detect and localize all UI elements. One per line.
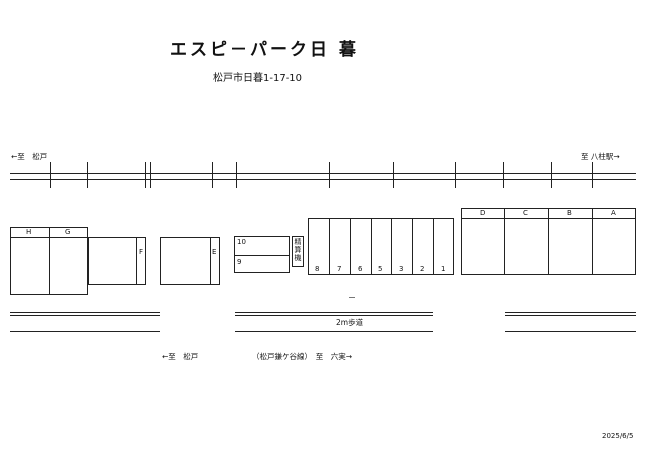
space-label-a: A: [611, 209, 616, 217]
space-label-9: 9: [237, 258, 242, 266]
space-label-e: E: [212, 248, 217, 256]
direction-bottom-center: （松戸鎌ケ谷線） 至 六実→: [252, 352, 353, 361]
space-label-3: 3: [399, 265, 404, 273]
space-f: [88, 237, 146, 285]
payment-machine-label: 精算機: [294, 238, 302, 262]
payment-machine: [292, 236, 304, 267]
document-date: 2025/6/5: [602, 432, 634, 440]
space-block-10-9: [234, 236, 290, 273]
direction-top-left: ←至 松戸: [11, 152, 48, 161]
space-label-7: 7: [337, 265, 342, 273]
sidewalk-label: 2m歩道: [336, 318, 364, 327]
space-label-b: B: [567, 209, 572, 217]
space-label-1: 1: [441, 265, 446, 273]
small-mark: [349, 297, 355, 298]
address: 松戸市日暮1-17-10: [213, 73, 303, 84]
space-e: [160, 237, 220, 285]
space-label-f: F: [139, 248, 144, 256]
space-label-8: 8: [315, 265, 320, 273]
page-title: エスピ－パーク日 暮: [170, 40, 359, 60]
space-label-5: 5: [378, 265, 383, 273]
direction-bottom-left: ←至 松戸: [162, 352, 199, 361]
space-label-d: D: [480, 209, 486, 217]
space-label-2: 2: [420, 265, 425, 273]
direction-top-right: 至 八柱駅→: [581, 152, 620, 161]
space-label-h: H: [26, 228, 32, 236]
space-label-6: 6: [358, 265, 363, 273]
space-label-g: G: [65, 228, 71, 236]
space-label-c: C: [523, 209, 528, 217]
space-block-1-8: [308, 218, 454, 275]
space-label-10: 10: [237, 238, 246, 246]
